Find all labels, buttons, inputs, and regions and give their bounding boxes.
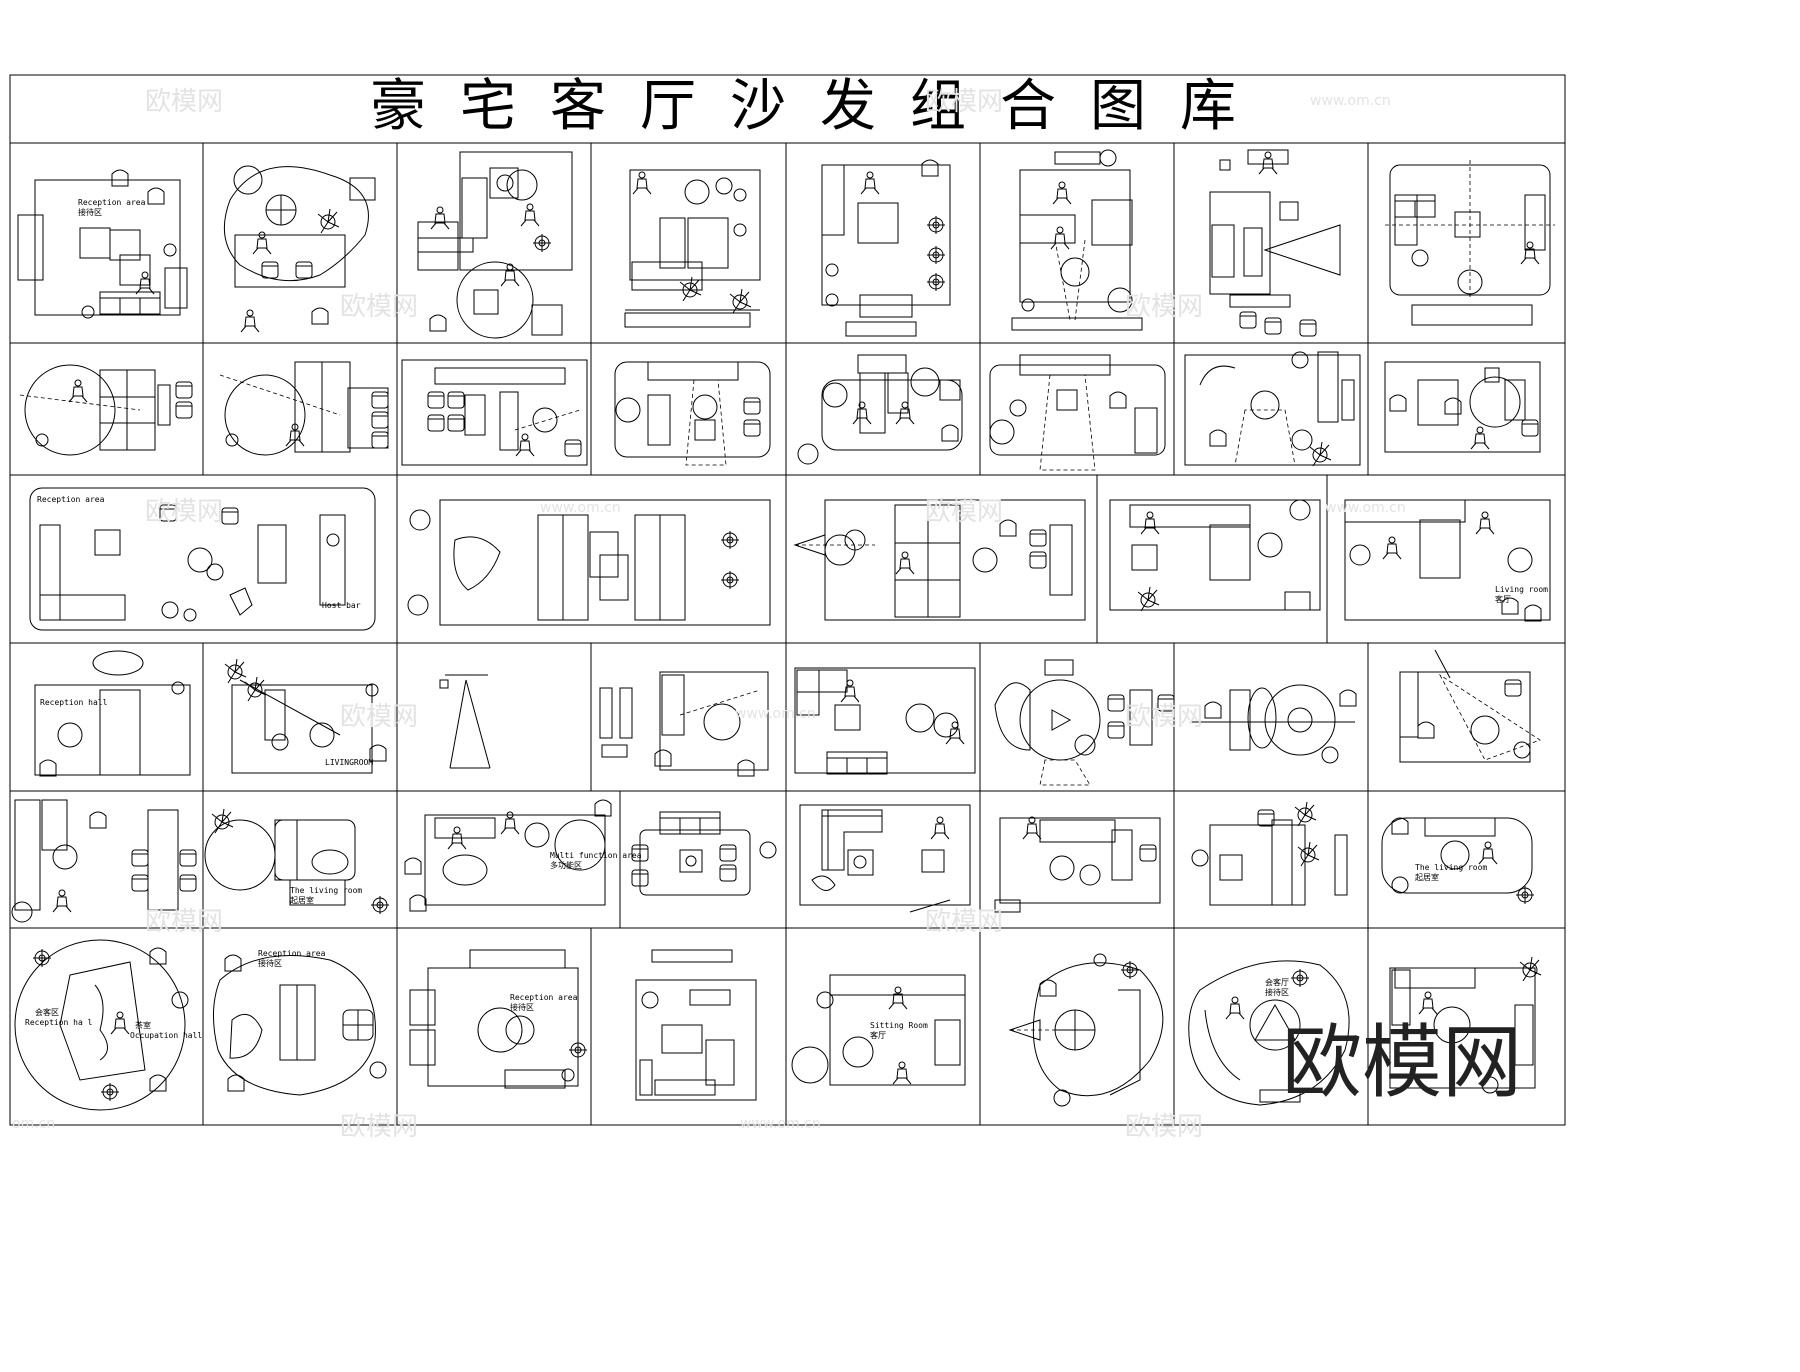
label-living-room-cn: 客厅 [1495, 594, 1511, 604]
watermark-layer: 欧模网 欧模网 www.om.cn 欧模网 欧模网 欧模网 www.om.cn … [12, 87, 1406, 1142]
watermark-text: 欧模网 [145, 497, 223, 527]
plan-r5c6 [994, 816, 1161, 913]
plan-r4c7 [1190, 684, 1357, 764]
plan-r3c2 [407, 499, 771, 626]
plan-r4c1: Reception hall [34, 650, 191, 777]
label-sitting-room: Sitting Room [870, 1021, 928, 1030]
label-reception-area-cn: 接待区 [78, 207, 102, 217]
watermark-url: www.om.cn [540, 500, 621, 516]
label-reception-area-cn-2: 接待区 [258, 958, 282, 968]
plan-r1c6 [1011, 149, 1143, 331]
plan-r1c8 [1385, 160, 1555, 326]
label-reception-hall: Reception hall [40, 698, 108, 707]
watermark-url: www.om.cn [740, 1116, 821, 1132]
label-multi-function-cn: 多功能区 [550, 860, 582, 870]
plan-r2c2 [219, 361, 389, 456]
plan-r3c5: Living room 客厅 [1344, 499, 1551, 622]
plan-r4c4 [599, 671, 769, 777]
plan-r4c8 [1399, 649, 1541, 763]
label-reception-area-cn-3: 接待区 [510, 1002, 534, 1012]
plan-r5c2: The living room 起居室 [204, 808, 390, 915]
plan-r5c4 [631, 811, 777, 896]
plan-r5c1 [11, 799, 197, 923]
label-reception-ha: Reception ha l [25, 1018, 93, 1027]
plan-r2c6 [989, 354, 1166, 471]
watermark-text: 欧模网 [1125, 292, 1203, 322]
watermark-url: www.om.cn [1325, 500, 1406, 516]
plan-r1c2 [223, 165, 376, 333]
plan-r1c3 [417, 151, 573, 339]
plan-r6c1: 会客区 Reception ha l 茶室 Occupation hall [14, 939, 202, 1111]
plan-r3c3 [794, 499, 1086, 621]
label-livingroom: LIVINGROOM [325, 758, 373, 767]
plan-r2c8 [1384, 361, 1541, 453]
watermark-text: 欧模网 [145, 907, 223, 937]
plan-r1c1: Reception area 接待区 [17, 169, 188, 319]
watermark-text: 欧模网 [925, 497, 1003, 527]
plan-r2c4 [614, 361, 771, 466]
label-reception-area-2: Reception area [37, 495, 105, 504]
label-the-living-room-cn: 起居室 [290, 895, 314, 905]
sheet-border [9, 74, 1566, 1126]
label-sitting-room-cn: 客厅 [870, 1030, 886, 1040]
plan-r1c5 [821, 159, 951, 337]
plan-r6c6 [1009, 953, 1164, 1107]
watermark-text: 欧模网 [925, 87, 1003, 117]
plan-r6c2: Reception area 接待区 [212, 949, 387, 1096]
label-reception-area: Reception area [78, 198, 146, 207]
label-occupation-hall: Occupation hall [130, 1031, 202, 1040]
label-reception-area-3: Reception area [258, 949, 326, 958]
watermark-text: 欧模网 [340, 1112, 418, 1142]
plan-r2c1 [19, 364, 193, 456]
label-the-living-room-cn-2: 起居室 [1415, 872, 1439, 882]
plan-r4c2: LIVINGROOM [224, 658, 387, 774]
watermark-text: 欧模网 [1125, 1112, 1203, 1142]
watermark-url: om.cn [12, 1116, 55, 1132]
watermark-text: 欧模网 [340, 702, 418, 732]
watermark-text: 欧模网 [925, 907, 1003, 937]
label-reception-area-cn-4: 接待区 [1265, 987, 1289, 997]
watermark-text: 欧模网 [145, 87, 223, 117]
watermark-text: 欧模网 [1125, 702, 1203, 732]
label-tea-area-cn: 茶室 [135, 1020, 151, 1030]
label-the-living-room-2: The living room [1415, 863, 1487, 872]
plan-r4c6 [994, 659, 1175, 786]
plan-r1c7 [1209, 149, 1341, 337]
plan-r6c3: Reception area 接待区 [409, 949, 588, 1089]
sheet-title: 豪宅客厅沙发组合图库 [370, 74, 1270, 139]
plan-r2c7 [1184, 351, 1361, 467]
brand-logo-text: 欧模网 [1282, 1016, 1522, 1109]
plan-r6c7: 会客厅 接待区 [1188, 960, 1350, 1106]
watermark-text: 欧模网 [340, 292, 418, 322]
plan-r2c3 [401, 359, 588, 466]
plan-r4c5 [794, 667, 976, 775]
cell-grid [10, 143, 1565, 1125]
plan-r5c5 [799, 804, 971, 913]
plan-r6c4 [635, 949, 757, 1101]
label-living-room: Living room [1495, 585, 1548, 594]
label-hostbar: Host bar [322, 601, 361, 610]
plan-r3c1: Reception area Host bar [29, 487, 376, 631]
plan-r1c4 [624, 169, 761, 328]
plan-r5c8: The living room 起居室 [1381, 817, 1535, 905]
label-reception-cn: 会客厅 [1265, 977, 1289, 987]
plan-r5c7 [1191, 801, 1348, 906]
plan-r3c4 [1109, 499, 1321, 612]
plan-r6c8 [1389, 956, 1542, 1094]
plan-r6c5: Sitting Room 客厅 [791, 974, 966, 1086]
plan-r5c3: Multi function area 多功能区 [404, 799, 642, 912]
label-reception-area-4: Reception area [510, 993, 578, 1002]
watermark-url: www.om.cn [735, 706, 816, 722]
watermark-url: www.om.cn [1310, 93, 1391, 109]
plan-r2c5 [797, 354, 963, 465]
label-multi-function: Multi function area [550, 851, 642, 860]
plan-r4c3 [439, 674, 491, 769]
label-reception-hall-cn: 会客区 [35, 1007, 59, 1017]
label-the-living-room: The living room [290, 886, 362, 895]
